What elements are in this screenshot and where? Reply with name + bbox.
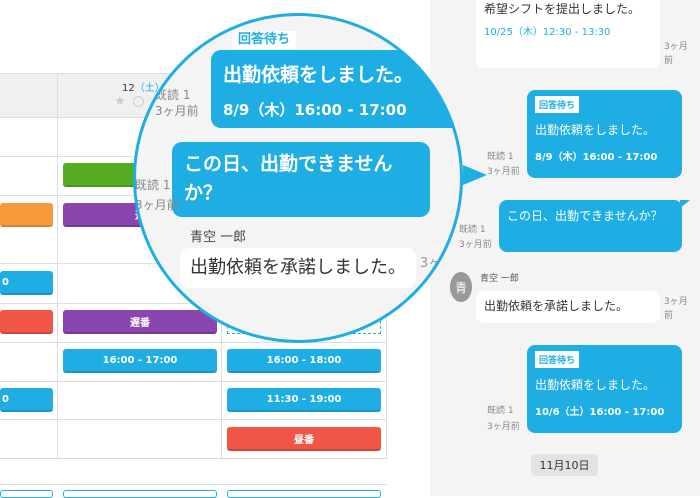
message-time: 3ヶ月前 <box>459 240 492 250</box>
chat-message: 希望シフトを提出しました。 10/25（木）12:30 - 13:30 <box>476 0 660 68</box>
chat-message: 回答待ち 出勤依頼をしました。 8/9（木）16:00 - 17:00 <box>527 90 682 178</box>
sender-name: 青空 一郎 <box>480 274 519 284</box>
shift-chip[interactable]: 昼番 <box>227 427 381 451</box>
avatar[interactable]: 青 <box>450 272 472 302</box>
shift-chip[interactable] <box>0 310 53 334</box>
chat-panel: 希望シフトを提出しました。 10/25（木）12:30 - 13:30 3ヶ月前… <box>430 0 700 496</box>
message-time: 3ヶ月前 <box>487 422 520 432</box>
chat-message: 出勤依頼を承諾しました。 <box>476 291 660 323</box>
star-icon[interactable]: ★ <box>114 94 126 109</box>
shift-chip[interactable]: 16:00 - 18:00 <box>227 349 381 373</box>
circle-icon[interactable] <box>133 96 144 107</box>
shift-chip[interactable]: 16:00 - 17:00 <box>63 349 217 373</box>
read-status: 既読 1 <box>459 225 486 235</box>
message-time: 3ヶ月前 <box>487 167 520 177</box>
chat-message: この日、出勤できませんか？ <box>499 200 682 252</box>
shift-chip[interactable]: 0 <box>0 388 53 412</box>
shift-chip[interactable]: 11:30 - 19:00 <box>227 388 381 412</box>
date-divider: 11月10日 <box>531 454 598 476</box>
status-badge: 回答待ち <box>535 96 580 113</box>
status-badge: 回答待ち <box>535 351 580 368</box>
shift-chip[interactable]: 0 <box>0 271 53 295</box>
shift-chip[interactable]: 遅番 <box>63 310 217 334</box>
read-status: 既読 1 <box>487 406 514 416</box>
chat-message: 回答待ち 出勤依頼をしました。 10/6（土）16:00 - 17:00 <box>527 345 682 433</box>
magnifier-pointer <box>463 165 487 185</box>
message-time: 3ヶ月前 <box>664 42 688 66</box>
read-status: 既読 1 <box>487 152 514 162</box>
magnifier-ring <box>133 13 463 343</box>
shift-chip[interactable] <box>0 203 53 227</box>
message-time: 3ヶ月前 <box>664 297 688 321</box>
column-date-header[interactable]: 12（土） <box>122 83 165 94</box>
